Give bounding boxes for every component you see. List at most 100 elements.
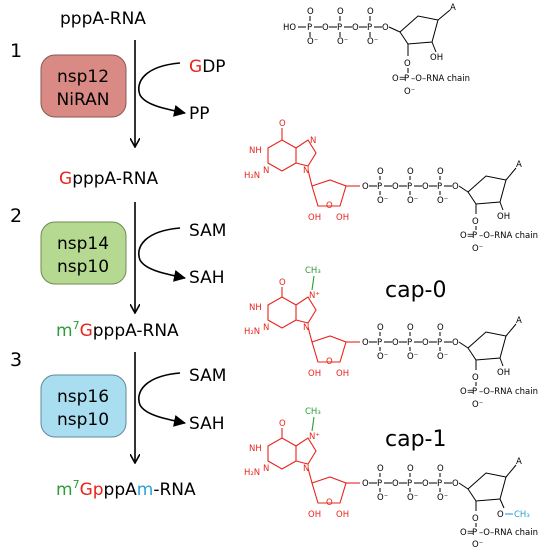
svg-text:O: O: [362, 338, 369, 348]
svg-text:–O–RNA chain: –O–RNA chain: [411, 74, 470, 84]
svg-text:H₂N: H₂N: [244, 327, 260, 337]
svg-text:O: O: [326, 357, 333, 367]
svg-text:OH: OH: [430, 53, 443, 63]
svg-text:O⁻: O⁻: [437, 493, 448, 503]
svg-text:A: A: [516, 316, 522, 326]
svg-text:N: N: [310, 136, 316, 146]
svg-text:O: O: [352, 23, 359, 33]
svg-text:P: P: [377, 182, 382, 192]
step3-side-arrow: [138, 372, 186, 427]
svg-text:P: P: [337, 23, 342, 33]
svg-text:N: N: [263, 323, 269, 333]
svg-text:A: A: [450, 3, 456, 13]
svg-text:O⁻: O⁻: [407, 196, 418, 206]
structure-cap-1: O NH H₂N N N⁺ N CH₃ O OH OH O P O P O P …: [244, 407, 538, 550]
species-pppA-RNA: pppA-RNA: [60, 9, 146, 29]
svg-text:O⁻: O⁻: [367, 37, 378, 47]
step3-output-sah: SAH: [189, 414, 225, 434]
svg-text:N: N: [263, 464, 269, 474]
svg-text:O⁻: O⁻: [437, 196, 448, 206]
svg-text:O⁻: O⁻: [437, 352, 448, 362]
step3-input-sam: SAM: [189, 366, 226, 386]
svg-text:NH: NH: [249, 146, 262, 156]
enzyme-box-nsp16-nsp10: [40, 374, 127, 438]
svg-text:P: P: [437, 479, 442, 489]
step2-side-arrow: [138, 227, 186, 282]
svg-text:O: O: [307, 7, 314, 17]
svg-text:CH₃: CH₃: [305, 266, 321, 276]
svg-text:O: O: [497, 510, 504, 520]
svg-text:P: P: [377, 479, 382, 489]
cap-1-label: cap-1: [385, 427, 446, 452]
svg-text:NH: NH: [249, 303, 262, 313]
svg-text:O: O: [437, 464, 444, 474]
step1-input-gdp: GDP: [189, 57, 226, 77]
step2-input-sam: SAM: [189, 221, 226, 241]
svg-text:O=: O=: [460, 231, 474, 241]
svg-text:P: P: [407, 479, 412, 489]
svg-text:OH: OH: [497, 368, 510, 378]
enzyme-box-nsp12-niran: [40, 54, 127, 118]
svg-text:O: O: [326, 498, 333, 508]
svg-text:O: O: [407, 464, 414, 474]
svg-text:OH: OH: [336, 369, 349, 379]
svg-text:O⁻: O⁻: [377, 493, 388, 503]
svg-text:N: N: [263, 166, 269, 176]
structure-GpppA-RNA: O NH H₂N N N N O OH OH O P O P O P O O O…: [244, 119, 538, 254]
svg-text:P: P: [307, 23, 312, 33]
svg-text:O: O: [472, 217, 479, 227]
svg-text:HO: HO: [283, 23, 296, 33]
svg-text:O: O: [362, 479, 369, 489]
svg-text:P: P: [404, 74, 409, 84]
step2-output-sah: SAH: [189, 268, 225, 288]
svg-text:N: N: [303, 323, 309, 333]
step-number-1: 1: [10, 40, 22, 62]
svg-text:O: O: [377, 464, 384, 474]
svg-text:O: O: [367, 7, 374, 17]
svg-text:CH₃: CH₃: [305, 407, 321, 417]
svg-text:O: O: [382, 23, 389, 33]
svg-text:P: P: [407, 338, 412, 348]
svg-text:O: O: [404, 59, 411, 69]
svg-text:O: O: [377, 323, 384, 333]
svg-text:O⁻: O⁻: [472, 540, 483, 550]
svg-text:N: N: [303, 464, 309, 474]
svg-text:O: O: [437, 323, 444, 333]
svg-text:O⁻: O⁻: [472, 400, 483, 410]
svg-text:O: O: [362, 182, 369, 192]
enzyme-nsp10-label-2: nsp10: [57, 410, 109, 430]
svg-text:–O–RNA chain: –O–RNA chain: [479, 387, 538, 397]
svg-text:OH: OH: [308, 213, 321, 223]
svg-text:O: O: [392, 182, 399, 192]
svg-text:O: O: [392, 479, 399, 489]
structure-pppA-RNA: HO P O P O P O O O O O⁻ O⁻ O⁻ A OH O O= …: [283, 3, 470, 97]
svg-text:OH: OH: [336, 510, 349, 520]
svg-text:O=: O=: [460, 387, 474, 397]
svg-text:P: P: [472, 231, 477, 241]
svg-text:O: O: [422, 182, 429, 192]
svg-text:NH: NH: [249, 444, 262, 454]
svg-text:O: O: [322, 23, 329, 33]
svg-text:A: A: [516, 160, 522, 170]
svg-text:–O–RNA chain: –O–RNA chain: [479, 528, 538, 538]
svg-text:A: A: [516, 457, 522, 467]
enzyme-box-nsp14-nsp10: [40, 221, 127, 285]
svg-text:O: O: [326, 201, 333, 211]
svg-text:P: P: [472, 528, 477, 538]
species-m7GpppAm-RNA: m7GpppAm-RNA: [56, 478, 196, 500]
svg-text:P: P: [367, 23, 372, 33]
svg-text:–O–RNA chain: –O–RNA chain: [479, 231, 538, 241]
svg-text:O⁻: O⁻: [407, 352, 418, 362]
svg-text:N: N: [303, 166, 309, 176]
step-number-2: 2: [10, 205, 22, 227]
svg-text:OH: OH: [308, 369, 321, 379]
svg-text:O: O: [452, 182, 459, 192]
svg-text:O=: O=: [460, 528, 474, 538]
svg-text:P: P: [437, 182, 442, 192]
svg-text:O⁻: O⁻: [404, 87, 415, 97]
svg-text:O⁻: O⁻: [407, 493, 418, 503]
svg-text:O: O: [472, 514, 479, 524]
enzyme-nsp12-label: nsp12: [57, 67, 109, 87]
cap-0-label: cap-0: [385, 278, 446, 303]
